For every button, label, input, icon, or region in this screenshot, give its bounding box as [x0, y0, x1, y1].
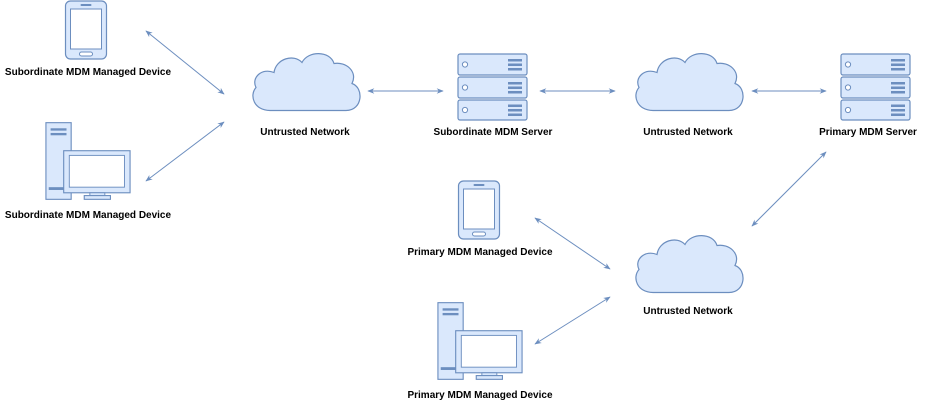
edge-prim-phone-net3 [534, 217, 611, 270]
cloud-icon [635, 234, 744, 294]
primary-phone-node[interactable]: Primary MDM Managed Device [407, 180, 553, 258]
node-label: Primary MDM Server [819, 127, 917, 138]
smartphone-icon [64, 0, 108, 60]
node-label: Untrusted Network [260, 127, 350, 138]
primary-server-node[interactable]: Primary MDM Server [819, 53, 917, 138]
node-label: Primary MDM Managed Device [407, 247, 552, 258]
cloud-icon [635, 52, 744, 112]
sub-phone-node[interactable]: Subordinate MDM Managed Device [5, 0, 172, 78]
edge-sub-desktop-net1 [145, 121, 225, 182]
connectors [145, 30, 827, 345]
untrusted-network-3-node[interactable]: Untrusted Network [635, 234, 744, 317]
cloud-icon [252, 52, 361, 112]
server-stack-icon [840, 53, 911, 121]
node-label: Subordinate MDM Server [434, 127, 553, 138]
edge-prim-server-net3 [751, 151, 827, 227]
smartphone-icon [457, 180, 501, 240]
desktop-computer-icon [45, 122, 131, 200]
node-label: Untrusted Network [643, 306, 733, 317]
node-label: Untrusted Network [643, 127, 733, 138]
untrusted-network-2-node[interactable]: Untrusted Network [635, 52, 744, 138]
server-stack-icon [457, 53, 528, 121]
primary-desktop-node[interactable]: Primary MDM Managed Device [407, 302, 553, 401]
edge-sub-phone-net1 [145, 30, 225, 95]
desktop-computer-icon [437, 302, 523, 380]
sub-server-node[interactable]: Subordinate MDM Server [434, 53, 553, 138]
edge-prim-desktop-net3 [534, 296, 611, 345]
untrusted-network-1-node[interactable]: Untrusted Network [252, 52, 361, 138]
node-label: Subordinate MDM Managed Device [5, 210, 172, 221]
node-label: Subordinate MDM Managed Device [5, 67, 172, 78]
sub-desktop-node[interactable]: Subordinate MDM Managed Device [5, 122, 172, 221]
node-label: Primary MDM Managed Device [407, 390, 552, 401]
